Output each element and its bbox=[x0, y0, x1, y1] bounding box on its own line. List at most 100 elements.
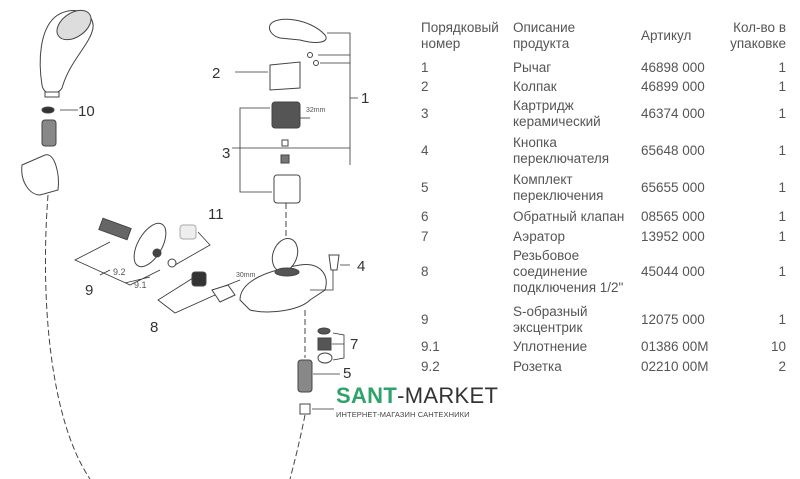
row-number: 2 bbox=[421, 79, 429, 95]
row-quantity: 1 bbox=[778, 106, 786, 122]
callout-7: 7 bbox=[350, 336, 358, 353]
sant-market-logo: SANT-MARKET ИНТЕРНЕТ-МАГАЗИН САНТЕХНИКИ bbox=[336, 383, 499, 420]
row-number: 3 bbox=[421, 106, 429, 122]
callout-9-1: 9.1 bbox=[134, 280, 147, 290]
row-article: 46898 000 bbox=[641, 60, 705, 76]
row-quantity-line: 1 bbox=[778, 312, 786, 327]
header-number-line: номер bbox=[421, 36, 461, 51]
row-description-line: Картридж bbox=[513, 98, 574, 113]
header-quantity-line: упаковке bbox=[730, 36, 786, 51]
row-quantity-line: 1 bbox=[778, 180, 786, 195]
cap-icon bbox=[269, 61, 301, 91]
header-article: Артикул bbox=[641, 28, 691, 44]
lever-icon bbox=[269, 18, 327, 43]
row-quantity: 1 bbox=[778, 312, 786, 328]
row-number-line: 3 bbox=[421, 106, 429, 121]
row-quantity-line: 1 bbox=[778, 106, 786, 121]
row-quantity-line: 10 bbox=[770, 339, 786, 354]
row-quantity: 1 bbox=[778, 209, 786, 225]
row-number: 9 bbox=[421, 312, 429, 328]
row-quantity: 1 bbox=[778, 229, 786, 245]
row-number-line: 6 bbox=[421, 209, 429, 224]
row-article: 13952 000 bbox=[641, 229, 705, 245]
row-description: Колпак bbox=[513, 79, 557, 95]
row-quantity: 1 bbox=[778, 60, 786, 76]
callout-9-2: 9.2 bbox=[113, 267, 126, 277]
row-quantity-line: 1 bbox=[778, 229, 786, 244]
row-description-line: Рычаг bbox=[513, 60, 552, 75]
row-quantity-line: 1 bbox=[778, 143, 786, 158]
row-description: Обратный клапан bbox=[513, 209, 624, 225]
row-article: 46374 000 bbox=[641, 106, 705, 122]
dimension-32mm: 32mm bbox=[306, 107, 326, 114]
row-number-line: 7 bbox=[421, 229, 429, 244]
row-quantity: 1 bbox=[778, 79, 786, 95]
eccentric-icon bbox=[98, 217, 132, 241]
row-article: 46899 000 bbox=[641, 79, 705, 95]
row-number: 9.1 bbox=[421, 339, 440, 355]
row-number: 6 bbox=[421, 209, 429, 225]
hose-nut-icon bbox=[41, 119, 57, 147]
row-quantity-line: 1 bbox=[778, 79, 786, 94]
row-article: 02210 00M bbox=[641, 359, 709, 375]
row-quantity: 1 bbox=[778, 264, 786, 280]
row-description: Уплотнение bbox=[513, 339, 587, 355]
hand-shower-icon bbox=[39, 9, 94, 98]
row-article-line: 02210 00M bbox=[641, 359, 709, 374]
row-description: Розетка bbox=[513, 359, 562, 375]
row-description-line: Кнопка bbox=[513, 135, 557, 150]
row-quantity-line: 2 bbox=[778, 359, 786, 374]
row-article: 08565 000 bbox=[641, 209, 705, 225]
row-number-line: 5 bbox=[421, 180, 429, 195]
header-description-line: продукта bbox=[513, 36, 570, 51]
seal-10-icon bbox=[41, 106, 55, 114]
exploded-parts-diagram: 2 1 3 4 5 7 8 9 9.1 9.2 10 11 32mm 30mm bbox=[21, 9, 369, 479]
row-number-line: 4 bbox=[421, 143, 429, 158]
row-article-line: 01386 00M bbox=[641, 339, 709, 354]
row-number-line: 9 bbox=[421, 312, 429, 327]
header-quantity-line: Кол-во в bbox=[733, 20, 786, 35]
row-description-line: переключения bbox=[513, 188, 604, 203]
row-description-line: S-образный bbox=[513, 304, 588, 319]
row-description-line: керамический bbox=[513, 114, 601, 129]
logo-subtitle: ИНТЕРНЕТ-МАГАЗИН САНТЕХНИКИ bbox=[336, 410, 470, 419]
row-quantity-line: 1 bbox=[778, 264, 786, 279]
callout-2: 2 bbox=[212, 65, 220, 82]
row-number-line: 9.1 bbox=[421, 339, 440, 354]
header-article-line: Артикул bbox=[641, 28, 692, 43]
row-article-line: 65655 000 bbox=[641, 180, 705, 195]
row-description-line: Обратный клапан bbox=[513, 209, 625, 224]
logo-sant: SANT bbox=[336, 383, 398, 408]
cartridge-icon bbox=[271, 101, 301, 129]
row-article: 12075 000 bbox=[641, 312, 705, 328]
row-number: 7 bbox=[421, 229, 429, 245]
row-description-line: переключателя bbox=[513, 151, 610, 166]
row-description-line: Розетка bbox=[513, 359, 562, 374]
dimension-30mm: 30mm bbox=[236, 272, 256, 279]
mixer-body-icon bbox=[239, 264, 327, 313]
callout-4: 4 bbox=[357, 258, 365, 275]
callout-11: 11 bbox=[208, 206, 224, 223]
row-article-line: 13952 000 bbox=[641, 229, 705, 244]
row-description-line: Аэратор bbox=[513, 229, 565, 244]
logo-market: -MARKET bbox=[397, 383, 499, 408]
row-number-line: 2 bbox=[421, 79, 429, 94]
row-description-line: Колпак bbox=[513, 79, 557, 94]
switch-button-icon bbox=[328, 254, 340, 271]
row-quantity: 1 bbox=[778, 143, 786, 159]
header-number-line: Порядковый bbox=[421, 20, 499, 35]
row-article-line: 08565 000 bbox=[641, 209, 705, 224]
row-description-line: Резьбовое bbox=[513, 248, 580, 263]
row-article: 65648 000 bbox=[641, 143, 705, 159]
row-article-line: 46374 000 bbox=[641, 106, 705, 121]
row-number: 9.2 bbox=[421, 359, 440, 375]
callout-9: 9 bbox=[85, 282, 93, 299]
